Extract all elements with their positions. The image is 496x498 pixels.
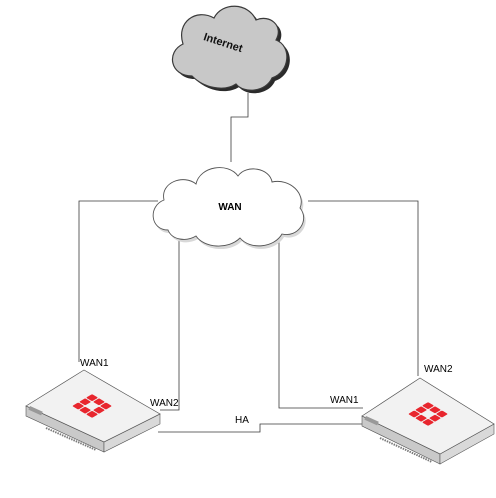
internet-cloud-icon: Internet: [171, 5, 290, 94]
right-firewall-top-face: [361, 377, 495, 455]
wan-cloud-icon: WAN: [152, 167, 306, 250]
links: [78, 93, 419, 433]
left-wan1-link: [78, 200, 158, 362]
right-firewall-wan1-label: WAN1: [330, 395, 359, 406]
right-firewall-port-strip: [379, 437, 433, 463]
ha-link-label: HA: [235, 415, 249, 426]
left-firewall-wan2-label: WAN2: [150, 398, 179, 409]
ha-link: [158, 423, 362, 433]
internet-to-wan-link: [230, 93, 249, 162]
left-firewall-logo-icon: [72, 394, 112, 418]
left-firewall-port-strip: [45, 427, 97, 451]
left-firewall-top-face: [25, 369, 161, 443]
left-firewall-badge: [28, 406, 43, 416]
left-firewall-wan1-label: WAN1: [80, 358, 109, 369]
right-firewall-logo-icon: [408, 402, 448, 426]
left-firewall: WAN1 WAN2: [25, 358, 179, 453]
wan-cloud-body: [152, 167, 305, 247]
wan-label: WAN: [218, 202, 241, 213]
right-firewall-wan2-label: WAN2: [424, 364, 453, 375]
right-wan2-link: [308, 200, 419, 376]
left-wan2-link: [160, 238, 180, 411]
right-firewall-badge: [364, 416, 379, 426]
internet-cloud-body: [171, 5, 288, 91]
right-wan1-link: [278, 236, 363, 409]
right-firewall: WAN1 WAN2: [330, 364, 495, 465]
